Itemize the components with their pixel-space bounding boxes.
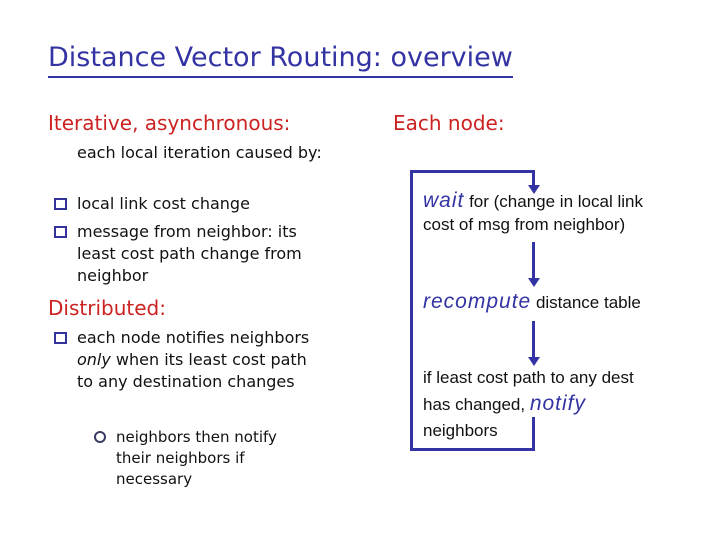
right-heading-each-node: Each node: bbox=[393, 111, 505, 135]
bullet-text: message from neighbor: its least cost pa… bbox=[77, 222, 302, 285]
wait-rest: for (change in local link bbox=[464, 192, 643, 211]
flow-step-notify-line2: has changed, notify bbox=[423, 391, 698, 418]
notify-keyword: notify bbox=[529, 392, 587, 415]
bullet-text: local link cost change bbox=[77, 194, 250, 213]
square-bullet-icon bbox=[54, 226, 67, 238]
left-heading-iterative: Iterative, asynchronous: bbox=[48, 111, 291, 135]
square-bullet-icon bbox=[54, 332, 67, 344]
slide-title: Distance Vector Routing: overview bbox=[48, 42, 513, 78]
arrow-down-icon bbox=[532, 170, 535, 186]
flow-step-recompute: recompute distance table bbox=[423, 290, 698, 314]
left-heading-distributed: Distributed: bbox=[48, 296, 166, 320]
notify-pre: has changed, bbox=[423, 395, 530, 414]
intro-text: each local iteration caused by: bbox=[77, 143, 322, 162]
bullet-text: each node notifies neighbors only when i… bbox=[77, 327, 322, 393]
recompute-rest: distance table bbox=[531, 293, 641, 312]
flow-step-notify-line3: neighbors bbox=[423, 421, 498, 440]
flow-step-wait-line1: wait for (change in local link bbox=[423, 189, 698, 213]
bullet-text-post: when its least cost path to any destinat… bbox=[77, 350, 307, 391]
sub-bullet-text: neighbors then notify their neighbors if… bbox=[116, 428, 277, 488]
bullet-text-emphasis: only bbox=[77, 350, 111, 369]
loop-bottom-line bbox=[410, 448, 535, 451]
arrow-down-icon bbox=[532, 321, 535, 358]
circle-bullet-icon bbox=[94, 431, 106, 443]
square-bullet-icon bbox=[54, 198, 67, 210]
flow-step-wait-line2: cost of msg from neighbor) bbox=[423, 215, 626, 234]
recompute-keyword: recompute bbox=[423, 290, 532, 313]
wait-keyword: wait bbox=[423, 189, 465, 212]
arrow-head-down-icon bbox=[528, 357, 540, 366]
flow-step-notify-line1: if least cost path to any dest bbox=[423, 368, 634, 387]
arrow-head-down-icon bbox=[528, 278, 540, 287]
loop-left-line bbox=[410, 170, 413, 451]
bullet-text-pre: each node notifies neighbors bbox=[77, 328, 310, 347]
loop-exit-line bbox=[532, 417, 535, 451]
arrow-down-icon bbox=[532, 242, 535, 279]
flow-step-notify: if least cost path to any dest has chang… bbox=[423, 365, 698, 444]
arrow-head-down-icon bbox=[528, 185, 540, 194]
loop-top-line bbox=[410, 170, 535, 173]
flow-step-wait: wait for (change in local link cost of m… bbox=[423, 189, 698, 236]
